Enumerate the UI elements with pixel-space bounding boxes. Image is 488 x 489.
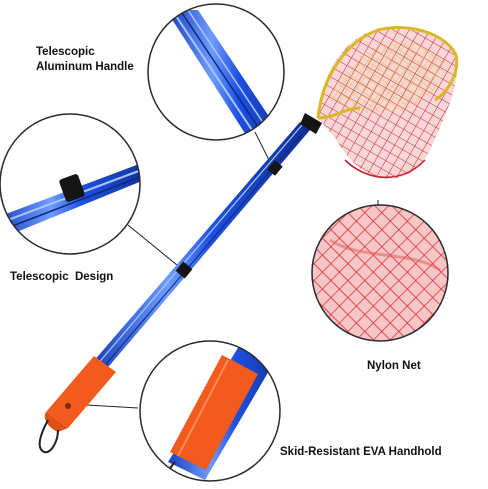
telescopic-design-label: Telescopic Design bbox=[10, 271, 114, 283]
handle-label-line2: Aluminum Handle bbox=[36, 61, 134, 73]
detail-circle-telescopic bbox=[0, 113, 141, 255]
telescopic-pole bbox=[92, 113, 322, 372]
handhold-label: Skid-Resistant EVA Handhold bbox=[280, 446, 442, 458]
detail-circle-handhold bbox=[139, 340, 281, 482]
detail-circle-handle bbox=[147, 3, 285, 141]
detail-circle-net bbox=[311, 204, 449, 342]
nylon-net-label: Nylon Net bbox=[367, 360, 421, 372]
eva-grip bbox=[38, 356, 116, 454]
handle-label-line1: Telescopic bbox=[36, 46, 95, 58]
net-head bbox=[316, 26, 459, 179]
